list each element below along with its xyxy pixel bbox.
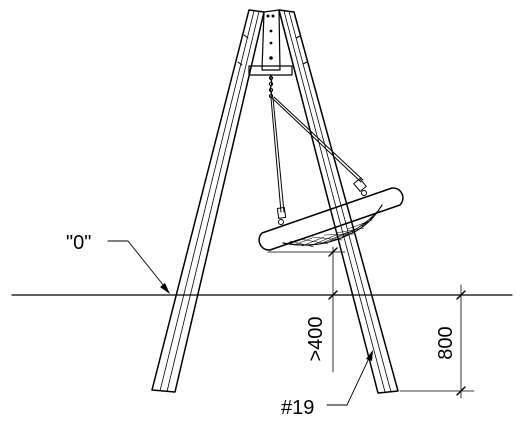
swing-chain	[268, 74, 274, 99]
swing-ropes	[270, 96, 367, 225]
ground-level-label: "0"	[66, 232, 91, 254]
item-ref-label: #19	[281, 397, 314, 419]
depth-label: 800	[435, 326, 457, 359]
top-plate	[248, 9, 293, 76]
min-height-label: >400	[305, 316, 327, 361]
right-leg	[278, 9, 399, 394]
left-leg	[151, 9, 265, 393]
nest-swing-seat	[258, 187, 404, 251]
item-ref-leader	[326, 350, 373, 406]
min-height-dimension	[267, 246, 376, 373]
ground-level-leader	[107, 240, 170, 294]
depth-dimension	[399, 284, 475, 399]
